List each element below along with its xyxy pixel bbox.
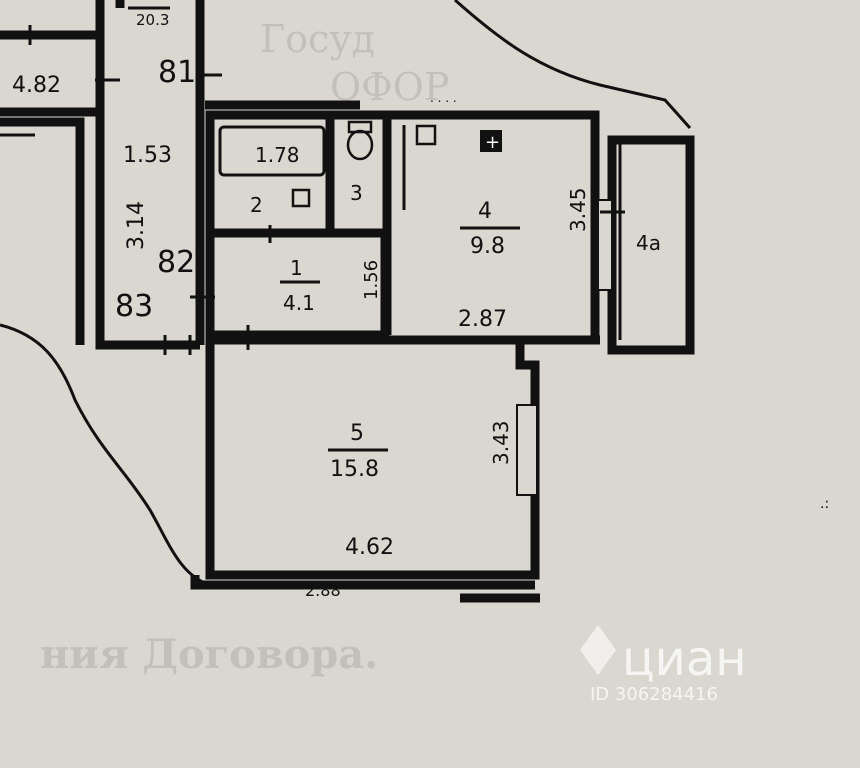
label-room1-num: 1 — [290, 256, 303, 280]
neighbor-wall-2 — [95, 0, 200, 350]
label-room5-area: 15.8 — [330, 457, 379, 482]
label-bottom-partial: 2.88 — [305, 581, 341, 600]
label-room-482: 4.82 — [12, 73, 61, 98]
label-room4-num: 4 — [478, 199, 492, 224]
label-room5-dim-h: 4.62 — [345, 535, 394, 560]
watermark-brand: циан — [622, 631, 747, 687]
label-room5-num: 5 — [350, 421, 364, 446]
background-text-1: Госуд — [260, 17, 375, 61]
bathtub — [218, 125, 326, 177]
label-153: 1.53 — [123, 143, 172, 168]
toilet-icon — [346, 129, 374, 161]
label-room2: 2 — [250, 193, 263, 217]
label-314: 3.14 — [124, 201, 149, 250]
label-82: 82 — [157, 245, 195, 280]
label-room1-dim: 1.56 — [361, 260, 382, 300]
site-boundary-line-left — [0, 323, 211, 587]
watermark-pin-icon — [580, 625, 616, 675]
label-room4-area: 9.8 — [470, 234, 505, 259]
toilet-tank — [347, 120, 373, 134]
watermark-id: ID 306284416 — [590, 684, 718, 705]
sink-icon — [291, 188, 311, 208]
label-room4-dim-h: 2.87 — [458, 307, 507, 332]
site-boundary-line-top — [454, 0, 692, 129]
dots-3: .: — [820, 496, 829, 512]
background-text-3: ния Договора. — [40, 631, 378, 678]
apartment-outer-wall — [205, 110, 600, 580]
label-room5-dim-v: 3.43 — [489, 420, 513, 465]
dots-1: . . . . — [245, 97, 272, 111]
watermark: циан ID 306284416 — [580, 625, 747, 705]
bottom-wall — [190, 575, 535, 590]
label-bath-area: 1.78 — [255, 143, 300, 167]
label-balcony: 4a — [636, 231, 661, 255]
neighbor-wall-3 — [0, 117, 85, 345]
window-room5 — [516, 404, 538, 496]
window-kitchen — [597, 199, 613, 291]
stove-icon — [480, 130, 502, 152]
wet-block-wall — [210, 228, 390, 340]
label-room3: 3 — [350, 181, 363, 205]
label-area-top: 20.3 — [136, 11, 169, 29]
label-room1-area: 4.1 — [283, 291, 315, 315]
label-81: 81 — [158, 55, 196, 90]
label-83: 83 — [115, 289, 153, 324]
stove-cross: + — [485, 132, 500, 153]
dots-2: . . . . — [430, 91, 457, 105]
kitchen-sink-icon — [415, 124, 437, 146]
label-room4-dim-v: 3.45 — [566, 187, 590, 232]
